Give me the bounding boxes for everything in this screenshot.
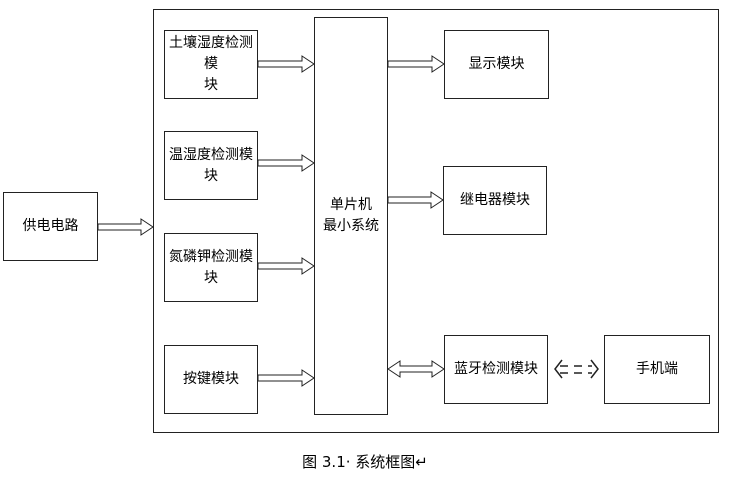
phone-label: 手机端 <box>636 361 678 377</box>
arrow-power-to-frame <box>97 218 154 236</box>
bluetooth-label: 蓝牙检测模块 <box>454 361 538 377</box>
power-supply-label: 供电电路 <box>22 218 79 234</box>
arrow-mcu-to-relay <box>387 191 444 209</box>
mcu-label-line2: 最小系统 <box>323 218 379 234</box>
temp-humidity-block: 温湿度检测模块 <box>164 131 258 200</box>
arrow-temp-to-mcu <box>257 154 315 172</box>
relay-block: 继电器模块 <box>443 166 547 235</box>
npk-label: 氮磷钾检测模块 <box>169 248 253 286</box>
bluetooth-block: 蓝牙检测模块 <box>444 335 548 404</box>
keys-label: 按键模块 <box>183 371 239 387</box>
arrow-mcu-bluetooth-bidirectional <box>387 360 445 378</box>
power-supply-block: 供电电路 <box>3 192 98 261</box>
wireless-arrowhead-left <box>554 359 563 379</box>
wireless-arrowhead-right <box>590 359 599 379</box>
phone-block: 手机端 <box>604 335 710 404</box>
npk-block: 氮磷钾检测模块 <box>164 233 258 302</box>
display-label: 显示模块 <box>468 56 525 72</box>
arrow-mcu-to-display <box>387 55 445 73</box>
arrow-keys-to-mcu <box>257 369 315 387</box>
soil-moisture-block: 土壤湿度检测模 块 <box>164 30 258 99</box>
figure-caption: 图 3.1· 系统框图↵ <box>302 453 428 471</box>
keys-block: 按键模块 <box>164 345 258 414</box>
mcu-label-line1: 单片机 <box>330 197 372 213</box>
arrow-npk-to-mcu <box>257 257 315 275</box>
relay-label: 继电器模块 <box>460 192 530 208</box>
wireless-link <box>554 359 599 379</box>
system-frame <box>153 9 719 433</box>
temp-humidity-label: 温湿度检测模块 <box>169 146 253 184</box>
mcu-block: 单片机 最小系统 <box>314 17 388 415</box>
soil-moisture-label-line2: 块 <box>204 77 218 93</box>
soil-moisture-label-line1: 土壤湿度检测模 <box>169 35 253 72</box>
display-block: 显示模块 <box>444 30 549 99</box>
arrow-soil-to-mcu <box>257 55 315 73</box>
